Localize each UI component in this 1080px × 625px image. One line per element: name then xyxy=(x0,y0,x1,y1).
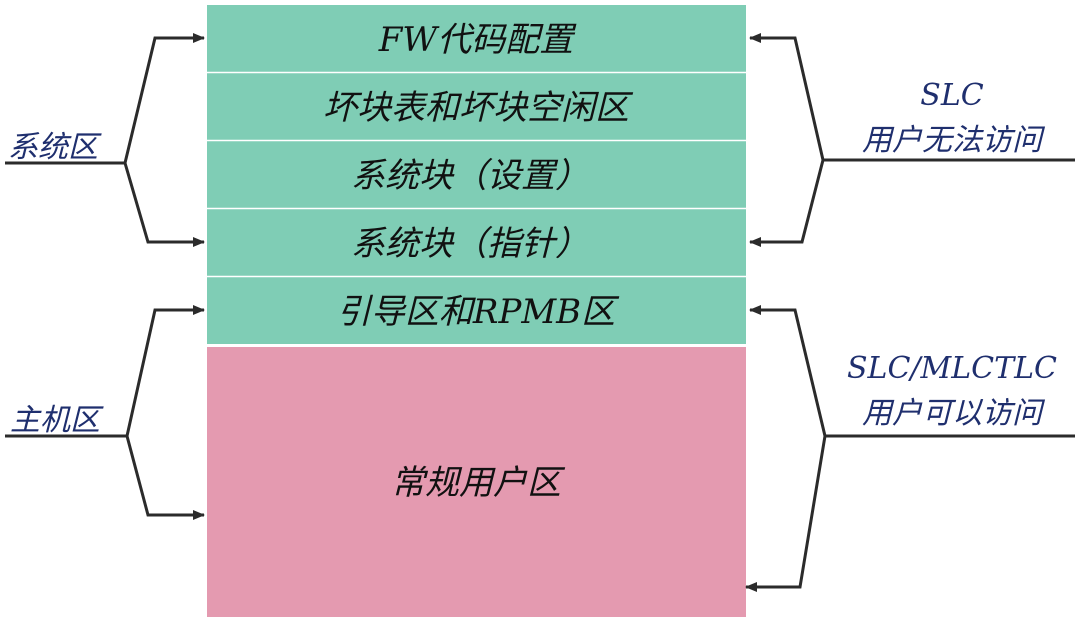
system-zone-label: 系统区 xyxy=(8,130,102,165)
host-zone-arrow-bottom xyxy=(125,435,205,520)
multi-arrow-top xyxy=(749,305,827,437)
block-labels: FW代码配置 坏块表和坏块空闲区 系统块（设置） 系统块（指针） 引导区和RPM… xyxy=(323,20,634,503)
multi-label-line2: 用户可以访问 xyxy=(862,396,1046,431)
block-label-system-settings: 系统块（设置） xyxy=(351,156,589,196)
block-label-bad-block-table: 坏块表和坏块空闲区 xyxy=(323,88,634,128)
partition-stack xyxy=(207,5,746,617)
block-label-user-area: 常规用户区 xyxy=(391,463,566,503)
multi-label-line1: SLC/MLCTLC xyxy=(847,351,1057,386)
block-user-area xyxy=(207,347,746,617)
block-label-system-pointer: 系统块（指针） xyxy=(351,224,589,264)
block-label-fw-config: FW代码配置 xyxy=(378,20,578,60)
system-zone-arrow-top xyxy=(123,33,205,164)
left-host-bracket xyxy=(5,305,205,520)
host-zone-label: 主机区 xyxy=(10,403,104,438)
right-multi-bracket xyxy=(745,305,1075,592)
slc-arrow-top xyxy=(749,33,825,161)
host-zone-arrow-top xyxy=(125,305,205,437)
right-slc-bracket xyxy=(749,33,1075,247)
block-system-settings xyxy=(207,141,746,208)
multi-arrow-bottom xyxy=(745,435,827,592)
block-bad-block-table xyxy=(207,73,746,140)
slc-label-line1: SLC xyxy=(920,78,983,113)
slc-arrow-bottom xyxy=(749,159,825,247)
slc-label-line2: 用户无法访问 xyxy=(862,123,1046,158)
block-system-pointer xyxy=(207,209,746,276)
block-label-boot-rpmb: 引导区和RPMB区 xyxy=(337,292,620,332)
block-fw-config xyxy=(207,5,746,72)
left-system-bracket xyxy=(5,33,205,247)
block-boot-rpmb xyxy=(207,277,746,344)
system-zone-arrow-bottom xyxy=(123,162,205,247)
